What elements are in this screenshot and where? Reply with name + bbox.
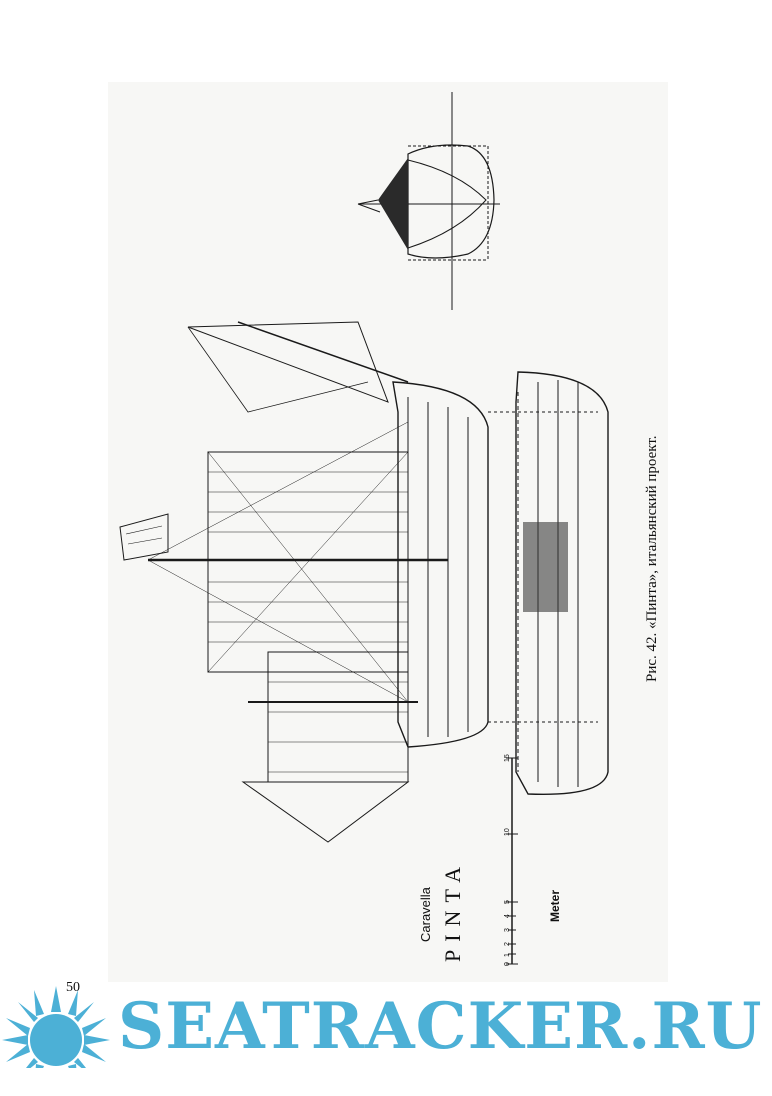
figure-caption: Рис. 42. «Пинта», итальянский проект.	[644, 435, 660, 682]
sail-plan-view	[119, 321, 489, 843]
scale-tick-label: 3	[504, 928, 511, 932]
scale-unit-label: Meter	[548, 889, 562, 922]
scale-tick-label: 4	[504, 914, 511, 918]
scale-tick-label: 0	[504, 962, 511, 966]
body-plan-view	[357, 92, 500, 310]
pinta-ship-drawing	[119, 92, 609, 965]
half-breadth-view	[488, 371, 609, 796]
scale-tick-label: 5	[504, 900, 511, 904]
scale-tick-label: 15	[504, 754, 511, 762]
scale-tick-label: 10	[504, 828, 511, 836]
scale-tick-label: 2	[504, 942, 511, 946]
page-number: 50	[66, 980, 80, 995]
caravella-label: Caravella	[418, 887, 433, 942]
scale-bar	[506, 757, 518, 965]
ship-name-label: PINTA	[440, 858, 465, 962]
watermark-text: SEATRACKER.RU	[118, 989, 763, 1064]
sun-logo-icon	[0, 986, 112, 1096]
scale-tick-label: 1	[504, 953, 511, 957]
drawing-plate: Рис. 42. «Пинта», итальянский проект. Ca…	[108, 82, 668, 982]
